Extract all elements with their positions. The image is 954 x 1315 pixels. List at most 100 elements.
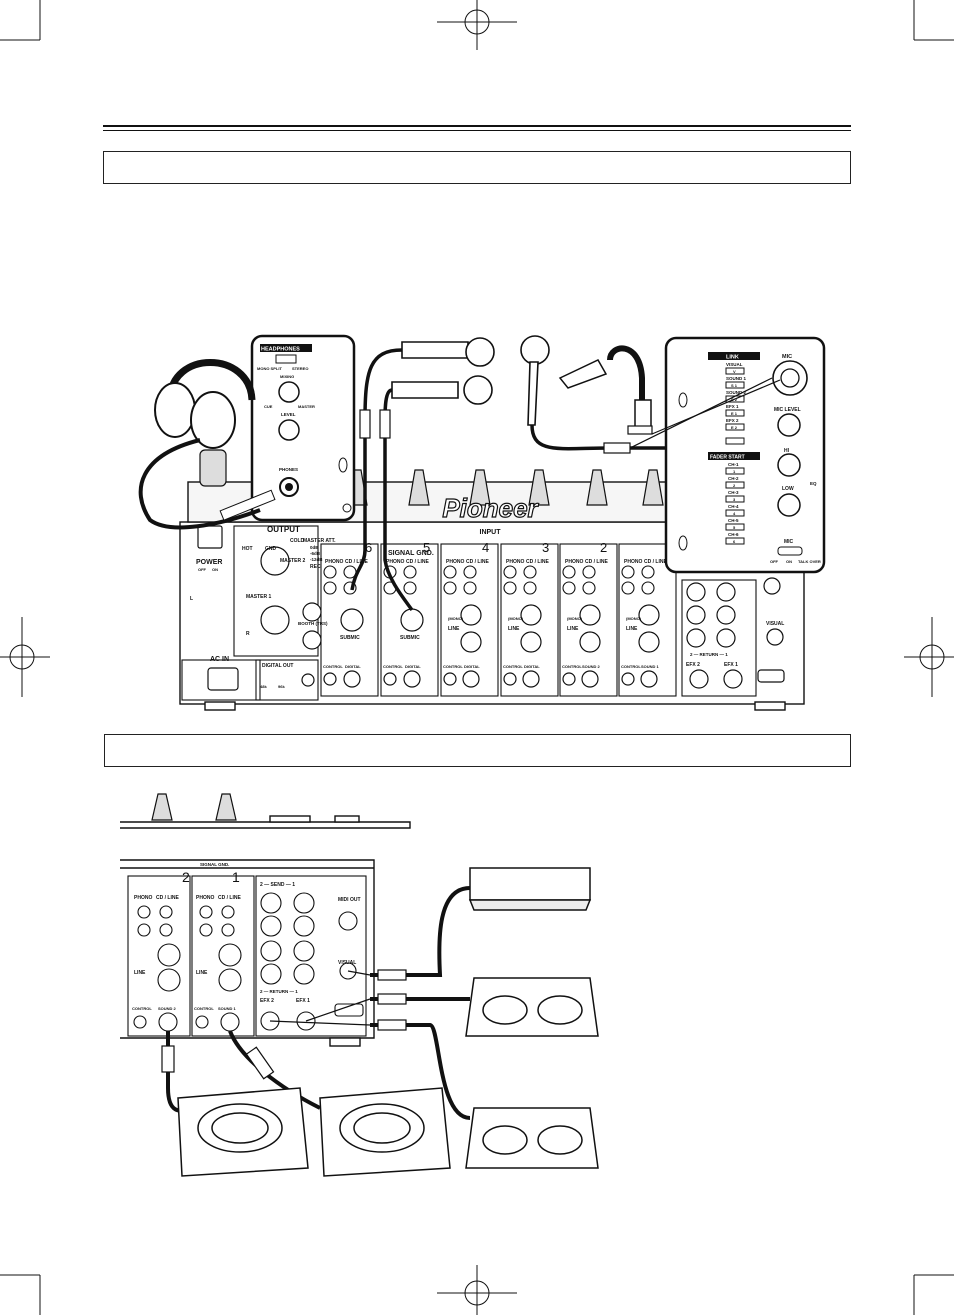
digital-ch5: DIGITAL	[405, 664, 421, 669]
fader-start-title: FADER START	[710, 455, 745, 461]
mic-talk-over: TALK OVER	[798, 559, 821, 564]
phono-ch3: PHONO	[506, 559, 524, 565]
bottom-line-ch2: LINE	[134, 970, 146, 976]
phono-ch4: PHONO	[446, 559, 464, 565]
mic-off: OFF	[770, 559, 779, 564]
bottom-control-ch1: CONTROL	[194, 1006, 214, 1011]
mic-on: ON	[786, 559, 792, 564]
control-ch3: CONTROL	[503, 664, 523, 669]
phones-plug	[219, 489, 276, 521]
ac-in-label: AC IN	[210, 656, 229, 663]
control-ch5: CONTROL	[383, 664, 403, 669]
midi-out-label: MIDI OUT	[338, 897, 361, 903]
cd-line-ch5: CD / LINE	[406, 559, 429, 565]
cd-line-ch4: CD / LINE	[466, 559, 489, 565]
stereo-label: STEREO	[292, 366, 308, 371]
mic-panel	[664, 336, 826, 574]
digital-ch4: DIGITAL	[464, 664, 480, 669]
fader-1: 1	[733, 469, 736, 474]
level-label: LEVEL	[281, 412, 296, 417]
bottom-control-ch2: CONTROL	[132, 1006, 152, 1011]
mic-title: MIC	[782, 354, 792, 360]
visual-label: VISUAL	[766, 621, 784, 627]
bottom-sound2: SOUND 2	[158, 1006, 177, 1011]
link-sound2: SOUND 2	[726, 390, 747, 395]
gnd-label: GND	[265, 546, 277, 552]
channel-2-number: 2	[600, 540, 607, 555]
section-box-effectors-players	[104, 734, 851, 767]
bottom-efx1: EFX 1	[296, 998, 310, 1004]
master2-label: MASTER 2	[280, 558, 306, 564]
mic-plugs	[359, 409, 653, 454]
fader-ch5: CH-5	[728, 518, 739, 523]
fader-ch3: CH-3	[728, 490, 739, 495]
low-label: LOW	[782, 486, 794, 492]
control-ch4: CONTROL	[443, 664, 463, 669]
channel-4-number: 4	[482, 540, 489, 555]
rec-label: REC	[310, 564, 321, 570]
bottom-channel-1-number: 1	[232, 869, 240, 885]
cd-player-icon	[177, 1087, 451, 1177]
rate-96k: 96k	[278, 684, 285, 689]
cd-line-ch2: CD / LINE	[585, 559, 608, 565]
master1-label: MASTER 1	[246, 594, 272, 600]
return-label: 2 — RETURN — 1	[690, 652, 728, 657]
input-label: INPUT	[480, 529, 502, 536]
line-ch4: LINE	[448, 626, 460, 632]
header-rule-thin	[103, 130, 851, 131]
signal-gnd-label: SIGNAL GND.	[388, 550, 434, 557]
control-ch1: CONTROL	[621, 664, 641, 669]
sound1-label: SOUND 1	[641, 664, 660, 669]
fader-6: 6	[733, 539, 736, 544]
link-e1: E 1	[731, 411, 738, 416]
bottom-cd-line-ch1: CD / LINE	[218, 895, 241, 901]
booth-label: BOOTH (TRS)	[298, 621, 328, 626]
link-efx2: EFX 2	[726, 418, 739, 423]
eq-label: EQ	[810, 481, 817, 486]
cd-line-ch6: CD / LINE	[345, 559, 368, 565]
bottom-jacks	[133, 892, 364, 1032]
fader-4: 4	[733, 511, 736, 516]
channel-6-number: 6	[365, 540, 372, 555]
headphones-icon	[154, 359, 256, 449]
bottom-efx2: EFX 2	[260, 998, 274, 1004]
sound2-label: SOUND 2	[582, 664, 601, 669]
link-sound1: SOUND 1	[726, 376, 747, 381]
efx2-label: EFX 2	[686, 662, 700, 668]
bottom-visual-label: VISUAL	[338, 960, 356, 966]
master-att-label: MASTER ATT.	[303, 538, 336, 544]
fader-2: 2	[733, 483, 736, 488]
mixing-label: MIXING	[280, 374, 294, 379]
submic-ch6: SUBMIC	[340, 635, 360, 641]
fader-ch2: CH-2	[728, 476, 739, 481]
bottom-connection-diagram: 2 1 SIGNAL GND. 2 — SEND — 1 MIDI OUT VI…	[120, 793, 599, 1177]
cue-label: CUE	[264, 404, 273, 409]
rca-jacks	[323, 565, 655, 595]
line-jacks	[197, 525, 785, 691]
link-title: LINK	[726, 355, 739, 361]
link-s2: S 2	[731, 397, 738, 402]
fader-5: 5	[733, 525, 736, 530]
hi-label: HI	[784, 448, 790, 454]
digital-ch6: DIGITAL	[345, 664, 361, 669]
power-on: ON	[212, 567, 218, 572]
headphones-title: HEADPHONES	[261, 347, 300, 353]
control-ch6: CONTROL	[323, 664, 343, 669]
callout-lines	[629, 377, 781, 449]
mono-ch1: (MONO)	[626, 616, 642, 621]
output-label: OUTPUT	[267, 525, 300, 534]
bottom-cd-line-ch2: CD / LINE	[156, 895, 179, 901]
mono-ch3: (MONO)	[508, 616, 524, 621]
bottom-plugs	[161, 969, 407, 1080]
phono-ch5: PHONO	[386, 559, 404, 565]
bottom-channel-2-number: 2	[182, 869, 190, 885]
digital-ch3: DIGITAL	[524, 664, 540, 669]
headphone-cable	[138, 438, 261, 530]
bottom-return: 2 — RETURN — 1	[260, 989, 298, 994]
bottom-sound1: SOUND 1	[218, 1006, 237, 1011]
phono-ch6: PHONO	[325, 559, 343, 565]
line-ch2: LINE	[567, 626, 579, 632]
cd-line-ch1: CD / LINE	[644, 559, 667, 565]
cold-label: COLD	[290, 538, 305, 544]
